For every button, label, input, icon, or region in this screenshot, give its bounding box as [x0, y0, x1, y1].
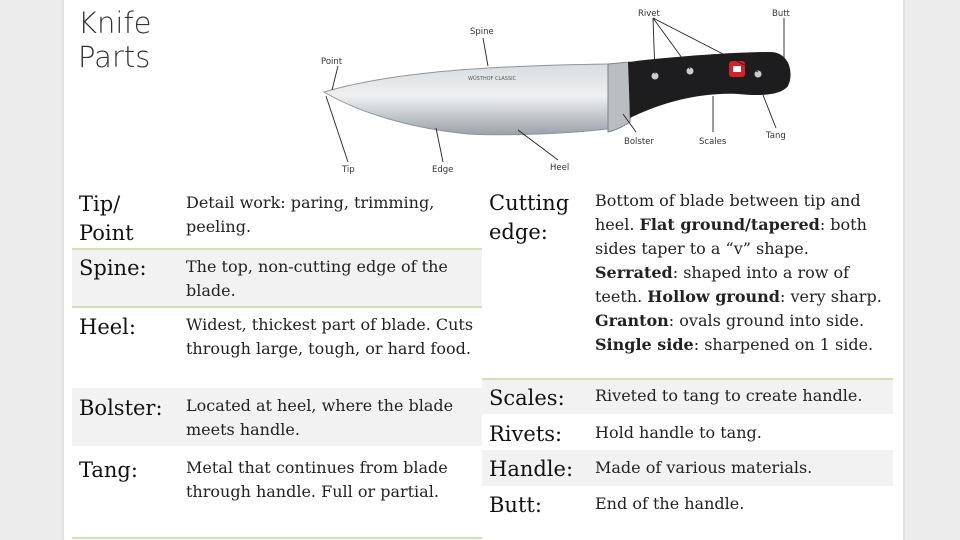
term-scales: Scales:: [489, 384, 565, 413]
def-bolster: Located at heel, where the blade meets h…: [186, 394, 471, 442]
knife-blade: [324, 64, 616, 135]
title-line-1: Knife: [78, 6, 152, 40]
def-tang: Metal that continues from blade through …: [186, 456, 471, 504]
def-cutting-edge: Bottom of blade between tip and heel. Fl…: [595, 189, 893, 357]
cutting-item-name: Hollow ground: [647, 287, 780, 306]
label-bolster: Bolster: [624, 137, 654, 147]
cutting-item-name: Single side: [595, 335, 694, 354]
right-margin: [905, 0, 960, 540]
term-tang: Tang:: [79, 456, 138, 485]
term-butt: Butt:: [489, 491, 542, 520]
cutting-item-desc: : very sharp.: [780, 287, 882, 306]
knife-illustration: WÜSTHOF CLASSIC Spine Point Rivet Butt: [318, 0, 804, 180]
label-point: Point: [321, 57, 343, 67]
knife-bolster: [608, 62, 630, 132]
label-scales: Scales: [699, 137, 727, 147]
def-handle: Made of various materials.: [595, 456, 890, 480]
label-tip: Tip: [341, 165, 355, 175]
term-heel: Heel:: [79, 313, 136, 342]
def-scales: Riveted to tang to create handle.: [595, 384, 890, 408]
def-heel: Widest, thickest part of blade. Cuts thr…: [186, 313, 478, 361]
term-handle: Handle:: [489, 455, 573, 484]
left-margin: [0, 0, 62, 540]
term-tip-point: Tip/ Point: [79, 190, 179, 248]
label-heel: Heel: [550, 163, 569, 173]
title-line-2: Parts: [78, 40, 152, 74]
def-spine: The top, non-cutting edge of the blade.: [186, 255, 476, 303]
cutting-item-name: Serrated: [595, 263, 673, 282]
def-butt: End of the handle.: [595, 492, 890, 516]
knife-handle: [628, 52, 791, 118]
label-butt: Butt: [772, 9, 791, 19]
def-tip-point: Detail work: paring, trimming, peeling.: [186, 191, 471, 239]
term-spine: Spine:: [79, 254, 147, 283]
label-edge: Edge: [432, 165, 453, 175]
term-rivets: Rivets:: [489, 420, 562, 449]
page-title: Knife Parts: [78, 6, 152, 74]
term-cutting-edge: Cutting edge:: [489, 189, 589, 247]
cutting-item-desc: : ovals ground into side.: [669, 311, 864, 330]
knife-diagram: WÜSTHOF CLASSIC Spine Point Rivet Butt: [318, 0, 804, 180]
label-tang: Tang: [765, 131, 786, 141]
cutting-item-desc: : sharpened on 1 side.: [694, 335, 873, 354]
def-rivets: Hold handle to tang.: [595, 421, 890, 445]
label-spine: Spine: [470, 27, 494, 37]
table-bottom-rule: [72, 537, 482, 539]
label-rivet: Rivet: [638, 9, 661, 19]
cutting-item-name: Granton: [595, 311, 669, 330]
cutting-item-name: Flat ground/tapered: [640, 215, 820, 234]
blade-engraving: WÜSTHOF CLASSIC: [468, 75, 517, 82]
term-bolster: Bolster:: [79, 394, 163, 423]
